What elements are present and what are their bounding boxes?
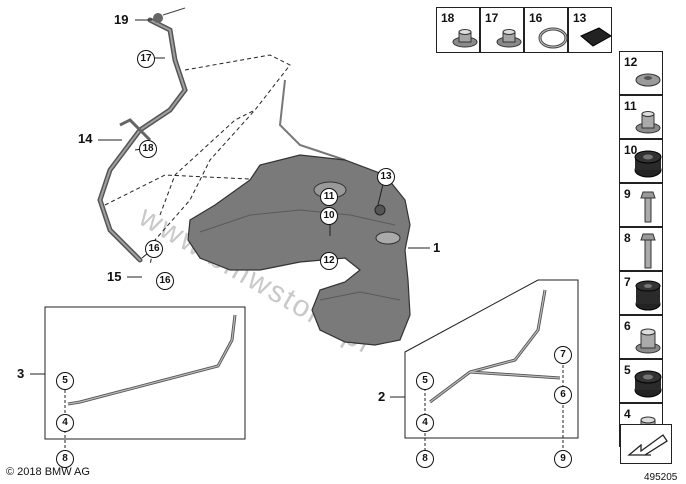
- circle-callout-16a: 16: [145, 240, 163, 258]
- circle-callout-11: 11: [320, 188, 338, 206]
- part-number: 13: [573, 11, 587, 25]
- circle-callout-right-5: 5: [416, 372, 434, 390]
- part-number: 16: [529, 11, 543, 25]
- circle-callout-18: 18: [139, 140, 157, 158]
- rubber-mount-icon: [634, 150, 662, 178]
- bolt-icon: [640, 191, 656, 223]
- grommet-icon: [635, 73, 661, 87]
- circle-callout-right-6: 6: [554, 386, 572, 404]
- circle-callout-12: 12: [320, 252, 338, 270]
- part-cell-16[interactable]: 16: [524, 7, 568, 53]
- rubber-mount-icon: [635, 280, 661, 311]
- callout-14: 14: [78, 131, 93, 146]
- part-cell-12[interactable]: 12: [619, 51, 663, 95]
- part-number: 18: [441, 11, 455, 25]
- nut-icon: [452, 29, 478, 48]
- pad-icon: [580, 27, 612, 47]
- part-number: 6: [624, 319, 631, 333]
- part-number: 8: [624, 231, 631, 245]
- part-number: 10: [624, 143, 638, 157]
- circle-callout-left-8: 8: [56, 450, 74, 468]
- part-number: 7: [624, 275, 631, 289]
- diagram-id: 495205: [644, 472, 678, 483]
- part-number: 17: [485, 11, 499, 25]
- circle-callout-13: 13: [377, 168, 395, 186]
- copyright-text: © 2018 BMW AG: [6, 466, 90, 478]
- part-cell-6[interactable]: 6: [619, 315, 663, 359]
- part-cell-5[interactable]: 5: [619, 359, 663, 403]
- part-number: 5: [624, 363, 631, 377]
- callout-15: 15: [107, 269, 122, 284]
- part-number: 12: [624, 55, 638, 69]
- circle-callout-17: 17: [137, 50, 155, 68]
- part-number: 9: [624, 187, 631, 201]
- circle-callout-right-9: 9: [554, 450, 572, 468]
- spacer-icon: [635, 328, 661, 354]
- part-cell-17[interactable]: 17: [480, 7, 524, 53]
- callout-3: 3: [17, 366, 25, 381]
- arrow-icon: [627, 434, 668, 456]
- hose-clamp-icon: [538, 27, 568, 49]
- part-cell-8[interactable]: 8: [619, 227, 663, 271]
- callout-19: 19: [114, 12, 129, 27]
- circle-callout-16b: 16: [156, 272, 174, 290]
- circle-callout-left-4: 4: [56, 414, 74, 432]
- part-number: 4: [624, 407, 631, 421]
- navigation-arrow-button[interactable]: [620, 424, 672, 464]
- circle-callout-right-7: 7: [554, 346, 572, 364]
- part-cell-10[interactable]: 10: [619, 139, 663, 183]
- spacer-icon: [635, 111, 661, 134]
- circle-callout-right-8: 8: [416, 450, 434, 468]
- nut-icon: [496, 29, 522, 48]
- part-cell-18[interactable]: 18: [436, 7, 480, 53]
- part-cell-9[interactable]: 9: [619, 183, 663, 227]
- bolt-icon: [640, 233, 656, 269]
- circle-callout-left-5: 5: [56, 372, 74, 390]
- rubber-mount-icon: [634, 370, 662, 398]
- callout-2: 2: [378, 389, 386, 404]
- part-cell-13[interactable]: 13: [568, 7, 612, 53]
- callout-1: 1: [433, 240, 441, 255]
- part-cell-7[interactable]: 7: [619, 271, 663, 315]
- part-number: 11: [624, 99, 637, 113]
- part-cell-11[interactable]: 11: [619, 95, 663, 139]
- circle-callout-10: 10: [320, 207, 338, 225]
- circle-callout-right-4: 4: [416, 414, 434, 432]
